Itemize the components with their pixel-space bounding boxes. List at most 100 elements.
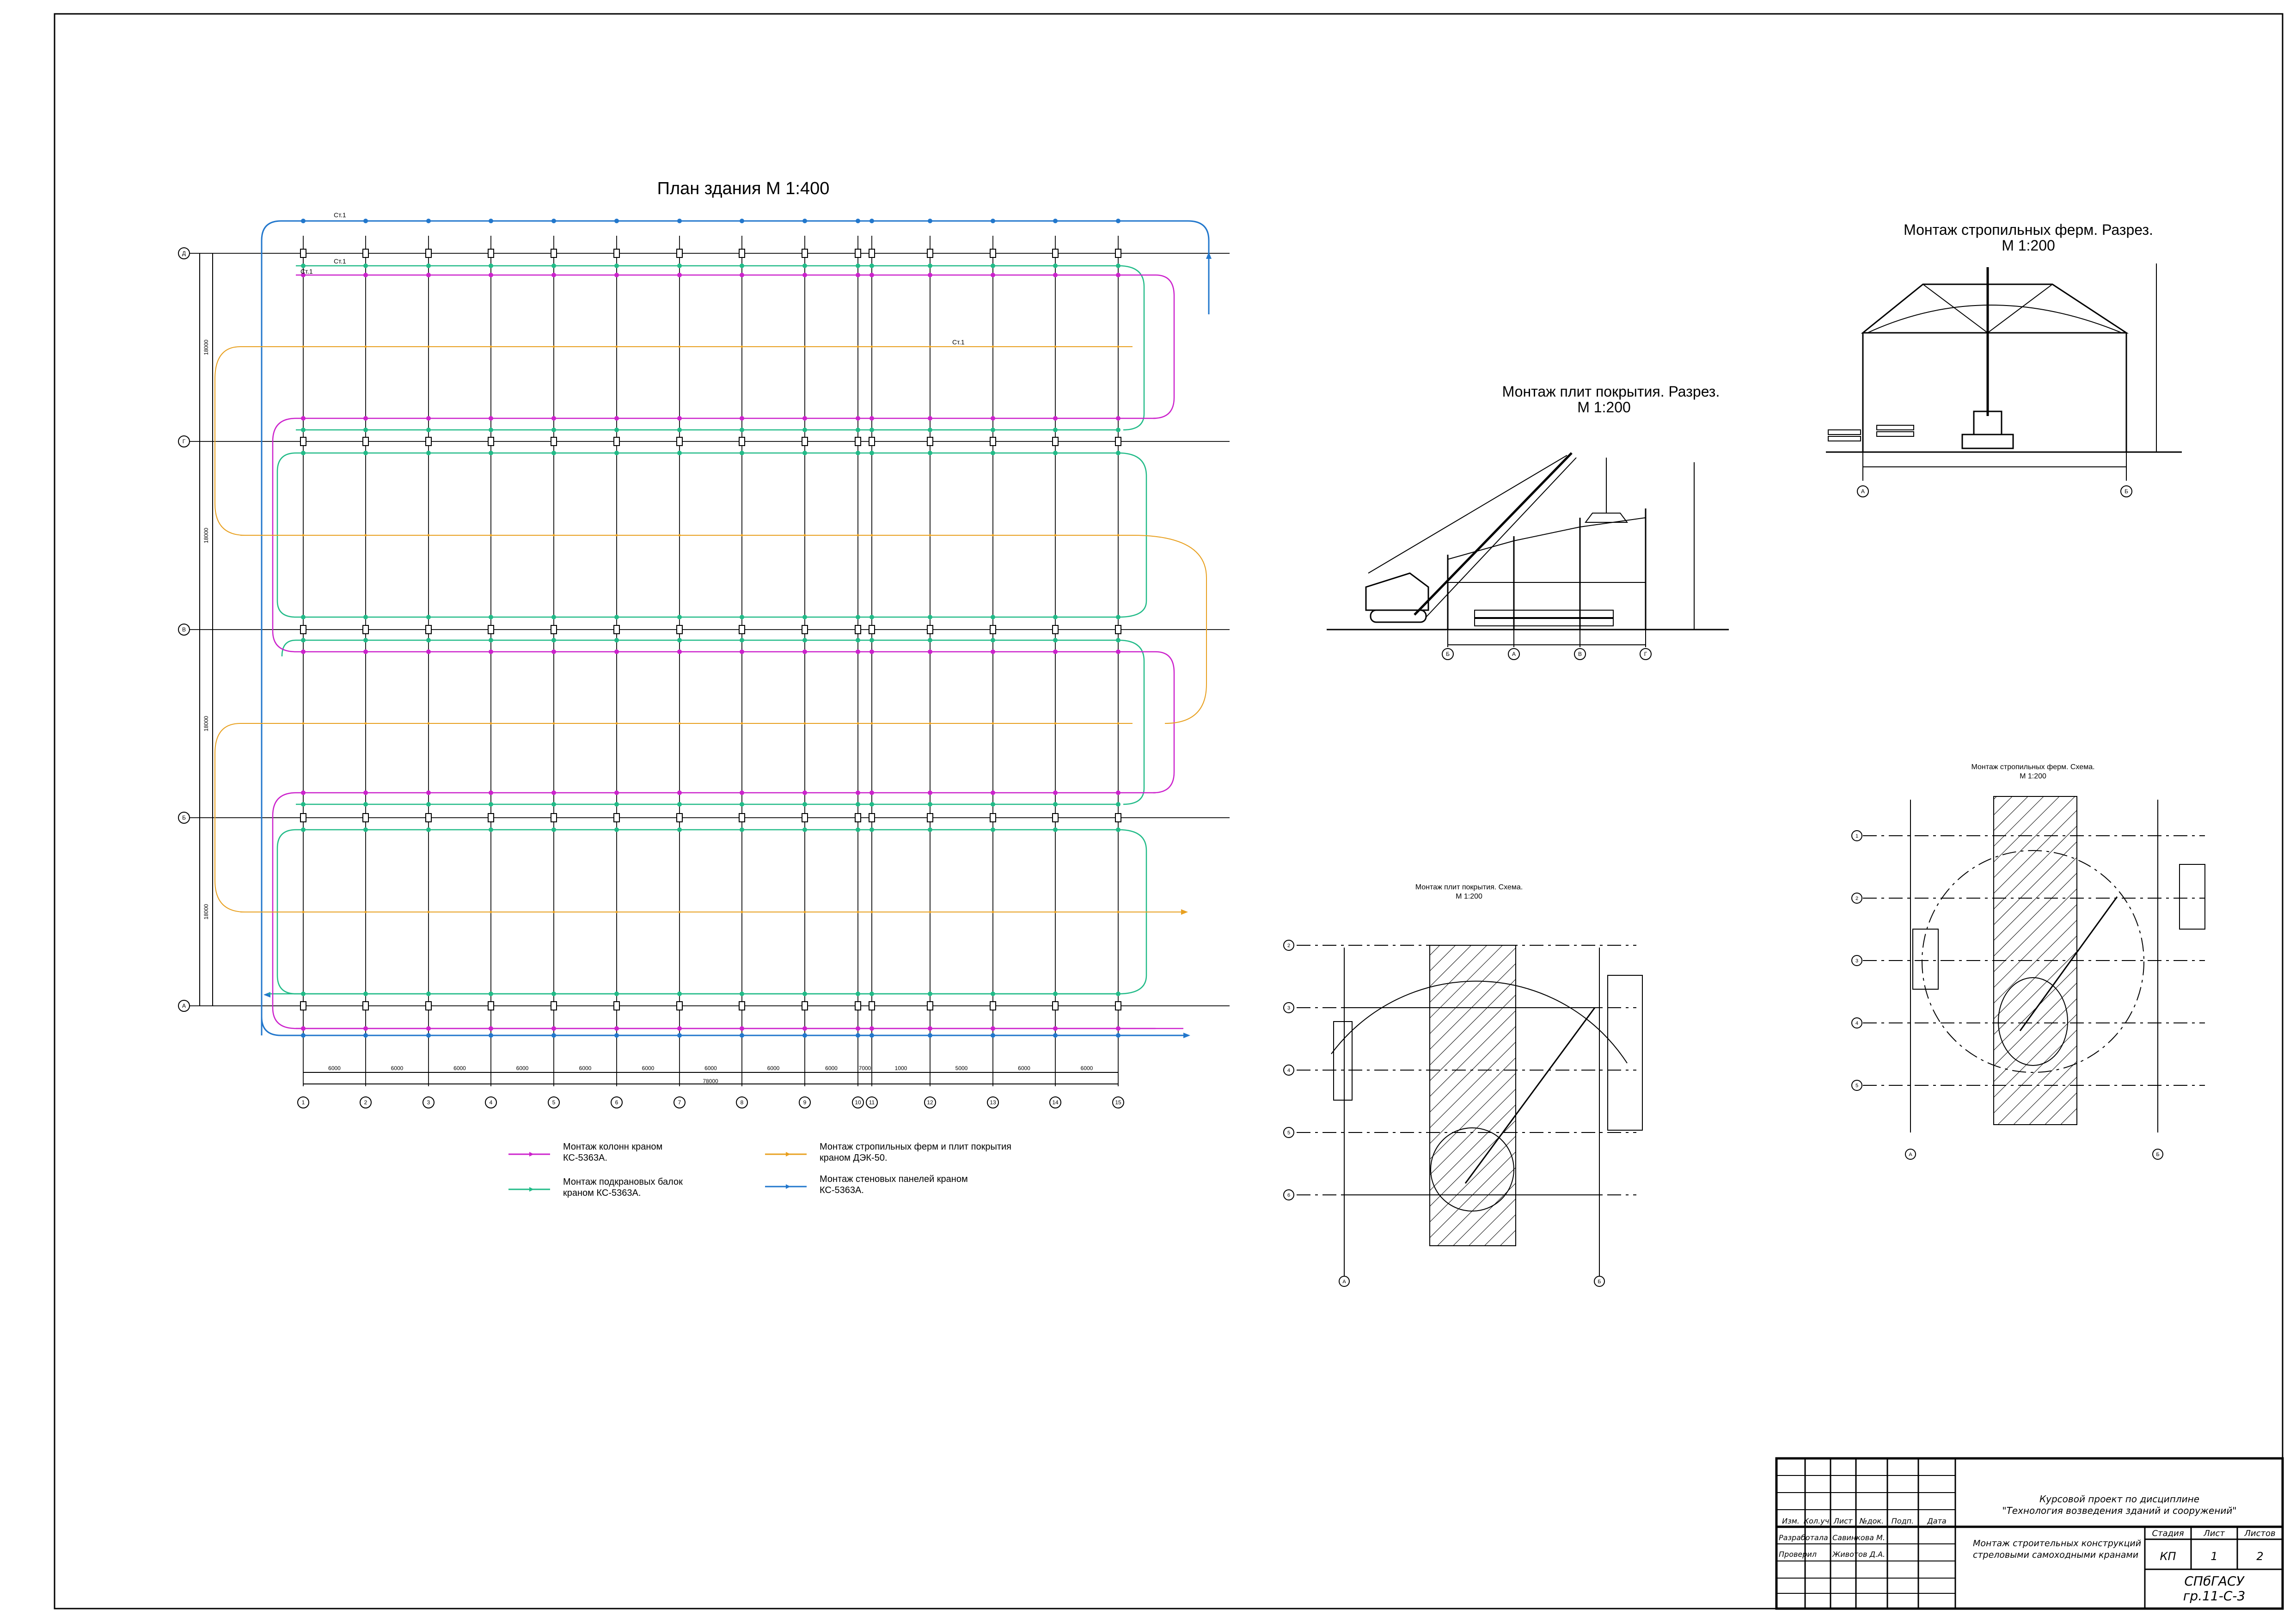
section2-axis-А: А [1857, 485, 1869, 497]
bottom-dim-value: 6000 [391, 1065, 404, 1071]
beam-mount-point [426, 802, 431, 807]
scheme1-row-axis-6-circle [1283, 1189, 1294, 1200]
beam-mount-point [1116, 802, 1120, 807]
col-axis-15: 15 [1112, 1096, 1124, 1108]
scheme1-row-axis-6: 6 [1283, 1189, 1294, 1200]
truss-mount-point [857, 722, 859, 725]
beam-mount-point [1053, 802, 1058, 807]
stamp-sheet-label: Лист [2203, 1529, 2225, 1538]
scheme2-row-axis-1-circle [1851, 830, 1862, 841]
column-mount-point [551, 790, 556, 795]
truss-mount-point [1117, 722, 1120, 725]
bottom-dim-value: 7000 [859, 1065, 871, 1071]
beam-mount-point [1116, 451, 1120, 455]
column-mount-point [740, 416, 744, 421]
beam-mount-point [740, 827, 744, 832]
start-label: Ст.1 [300, 268, 313, 275]
truss-mount-point [427, 534, 430, 537]
columns-turn [272, 792, 1183, 1029]
scheme1-col-axis-А-circle [1339, 1276, 1350, 1287]
beams-turn [276, 452, 296, 618]
stamp-checked-name: Животов Д.А. [1832, 1550, 1885, 1559]
panel-mount-point [869, 1033, 874, 1038]
beam-mount-point [740, 615, 744, 619]
panels-route-top [261, 220, 1210, 1035]
truss-mount-point [490, 722, 492, 725]
section2-axis-Б: Б [2120, 485, 2132, 497]
legend-text-line2: краном ДЭК-50. [820, 1153, 888, 1163]
section1-title: Монтаж плит покрытия. Разрез. [1502, 383, 1720, 400]
column-mount-point [991, 416, 995, 421]
col-axis-14-label: 14 [1052, 1099, 1059, 1106]
col-axis-9-label: 9 [803, 1099, 807, 1106]
column-mount-point [363, 273, 368, 277]
panel-mount-point [802, 219, 807, 223]
column-section [802, 1001, 808, 1010]
col-axis-11-circle [866, 1096, 878, 1108]
section1-axis-В-circle [1574, 648, 1586, 660]
beam-mount-point [301, 263, 306, 268]
col-axis-9-circle [799, 1096, 811, 1108]
truss-mount-point [870, 722, 873, 725]
column-section [613, 437, 620, 446]
truss-mount-point [929, 722, 931, 725]
bottom-dim-value: 6000 [642, 1065, 655, 1071]
scheme1-col-axis-Б-label: Б [1598, 1279, 1601, 1285]
column-section [613, 1001, 620, 1010]
beam-mount-point [1116, 615, 1120, 619]
left-dim-value: 18000 [203, 716, 209, 731]
scheme1-scale: М 1:200 [1456, 893, 1482, 900]
stamp-sheet-title-line2: стреловыми самоходными кранами [1973, 1550, 2138, 1560]
column-section [927, 813, 933, 822]
beam-mount-point [802, 615, 807, 619]
row-axis-В: В [178, 624, 190, 636]
column-section [1115, 437, 1121, 446]
beam-mount-point [301, 802, 306, 807]
beam-mount-point [363, 451, 368, 455]
col-axis-5-label: 5 [552, 1099, 556, 1106]
beam-mount-point [856, 615, 860, 619]
section1-axis-Б-circle [1442, 648, 1454, 660]
beam-mount-point [740, 802, 744, 807]
stamp-sheet-title-line1: Монтаж строительных конструкций [1973, 1538, 2141, 1549]
scheme2-col-axis-А-label: А [1909, 1152, 1912, 1157]
truss-mount-point [741, 345, 743, 348]
column-mount-point [614, 273, 619, 277]
beams-turn [1118, 639, 1145, 805]
beam-mount-point [363, 638, 368, 643]
panel-mount-point [301, 1033, 306, 1038]
column-mount-point [1053, 273, 1058, 277]
beam-mount-point [802, 802, 807, 807]
column-section [676, 813, 683, 822]
stamp-stage-label: Стадия [2152, 1529, 2184, 1538]
beam-mount-point [1053, 263, 1058, 268]
column-mount-point [856, 790, 860, 795]
legend-text-line2: КС-5363А. [563, 1153, 607, 1163]
scheme2-row-axis-3-circle [1851, 955, 1862, 966]
beam-mount-point [802, 827, 807, 832]
col-axis-6-circle [611, 1096, 623, 1108]
scheme2-row-axis-1-label: 1 [1855, 833, 1858, 839]
beam-mount-point [301, 615, 306, 619]
bottom-dim-value: 6000 [1018, 1065, 1030, 1071]
bottom-dim-value: 6000 [579, 1065, 592, 1071]
panel-mount-point [856, 1033, 860, 1038]
column-section [990, 249, 996, 258]
beam-mount-point [489, 615, 493, 619]
column-section [613, 625, 620, 634]
truss-mount-point [302, 345, 305, 348]
panels-arrow [1206, 252, 1212, 259]
column-mount-point [614, 416, 619, 421]
stamp-hdr-ndok: №док. [1859, 1517, 1884, 1525]
col-axis-2: 2 [360, 1096, 372, 1108]
panel-mount-point [1053, 1033, 1058, 1038]
beam-mount-point [802, 263, 807, 268]
column-mount-point [489, 649, 493, 654]
column-mount-point [363, 649, 368, 654]
panel-mount-point [551, 1033, 556, 1038]
section1-axis-Г-label: Г [1644, 651, 1647, 657]
panel-mount-point [301, 219, 306, 223]
